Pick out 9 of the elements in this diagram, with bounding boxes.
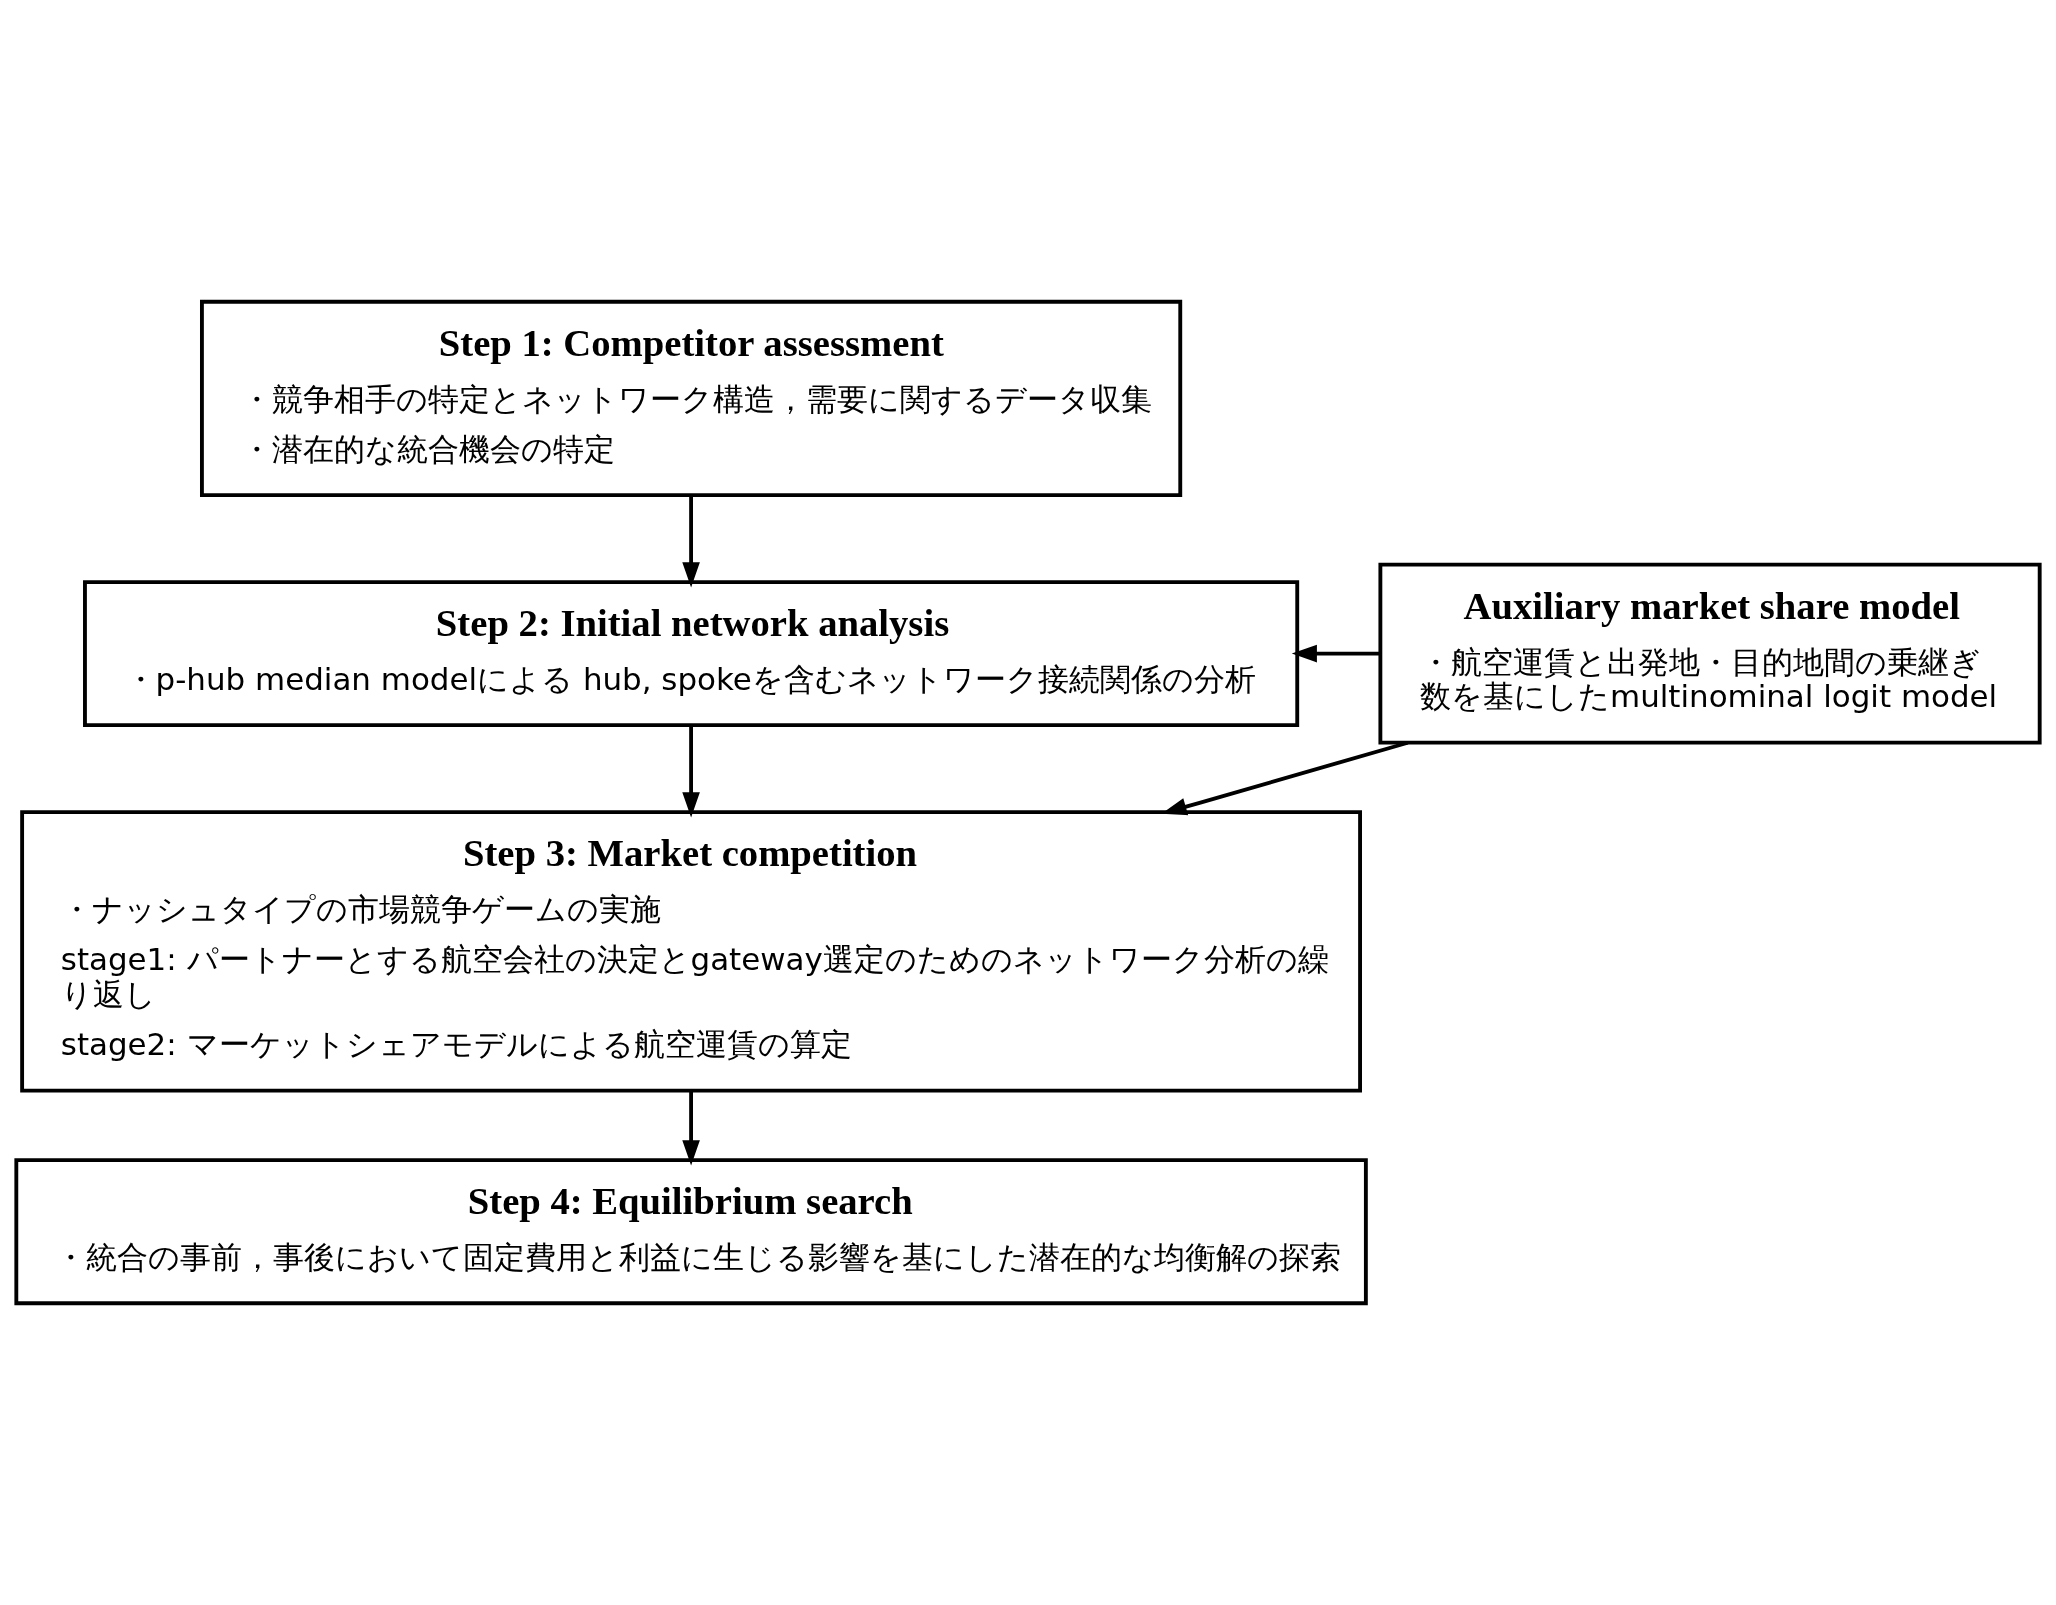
arrow — [682, 1090, 700, 1166]
node-box: Step 2: Initial network analysis ・p-hub median modelによる hub, spokeを含むネットワーク接続関係の分析 — [83, 580, 1300, 728]
node-box: Step 1: Competitor assessment ・競争相手の特定とネットワーク構造，需要に関するデータ収集 ・潜在的な統合機会の特定 — [200, 299, 1183, 497]
arrow — [682, 725, 700, 818]
node-box: Step 3: Market competition ・ナッシュタイプの市場競争ゲームの実施 stage1: パートナーとする航空会社の決定とgateway選定のためのネットワーク分析の繰り返し stage2: マーケットシェアモデルによる航空運賃の算定 — [20, 810, 1362, 1093]
arrow — [1291, 644, 1380, 663]
arrow — [682, 495, 700, 588]
node-box: Auxiliary market share model ・航空運賃と出発地・目的地間の乗継ぎ数を基にしたmultinominal logit model — [1378, 562, 2042, 745]
node-box: Step 4: Equilibrium search ・統合の事前，事後において固定費用と利益に生じる影響を基にした潜在的な均衡解の探索 — [14, 1158, 1368, 1306]
